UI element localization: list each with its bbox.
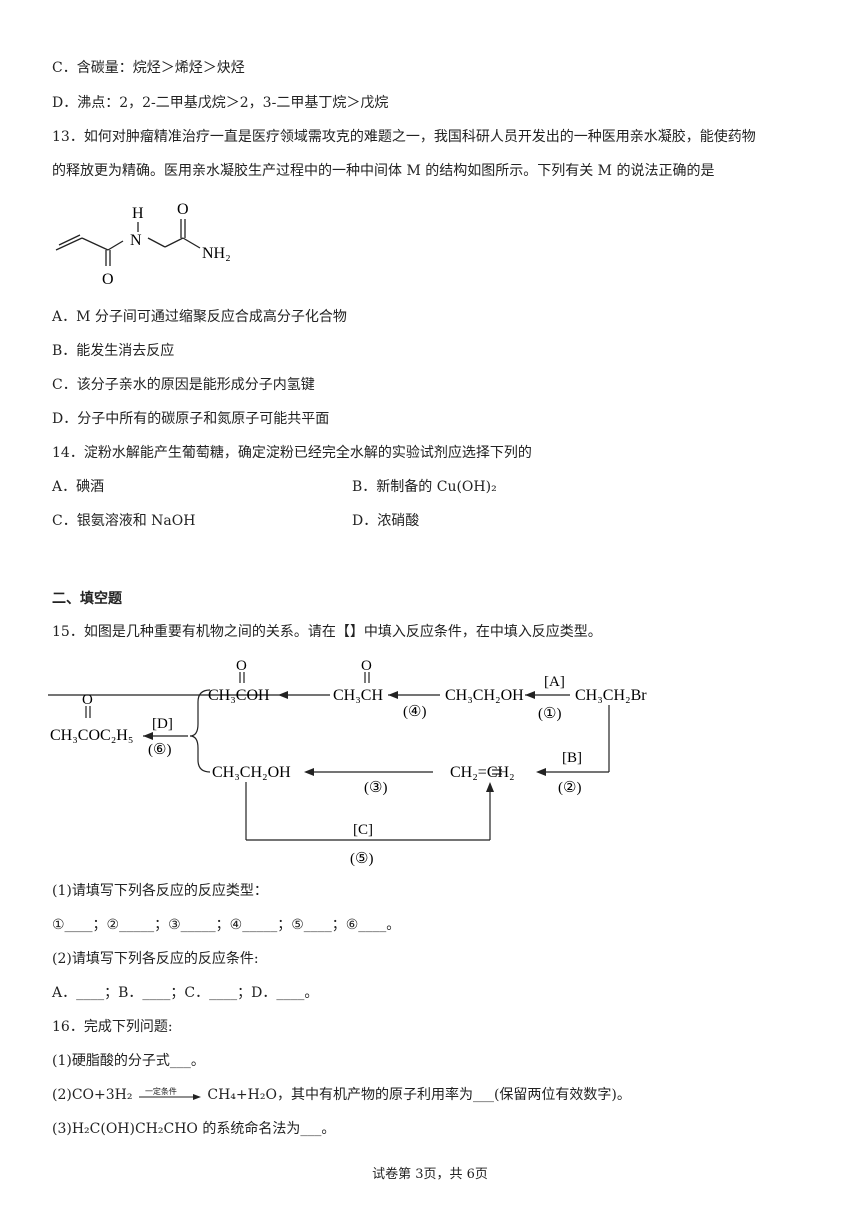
condition-b-label: [B] (562, 750, 582, 766)
m-n-label: N (130, 232, 142, 249)
acid-o-label: O (236, 658, 247, 674)
q14-option-b: B．新制备的 Cu(OH)₂ (352, 479, 497, 495)
m-h-label: H (132, 205, 144, 222)
q16-part1: (1)硬脂酸的分子式___。 (52, 1053, 205, 1069)
ethanol-bottom-label: CH₃CH₂OH (212, 764, 291, 781)
reaction-scheme: O O O CH₃COC₂H₅ CH₃COH CH₃CH CH₃CH₂OH CH… (48, 658, 647, 867)
type-2-label: (②) (558, 780, 581, 796)
type-1-label: (①) (538, 706, 561, 722)
type-6-label: (⑥) (148, 742, 171, 758)
q13-stem-line2: 的释放更为精确。医用亲水凝胶生产过程中的一种中间体 M 的结构如图所示。下列有关… (52, 163, 715, 179)
condition-d-label: [D] (152, 716, 173, 732)
acetaldehyde-label: CH₃CH (333, 687, 383, 704)
q15-part1-answers: ①____；②_____；③_____；④_____；⑤____；⑥____。 (52, 917, 401, 933)
m-o-bottom-label: O (102, 271, 114, 288)
molecule-m-structure: H N O O NH₂ (55, 201, 231, 288)
q12-option-c: C．含碳量：烷烃＞烯烃＞炔烃 (52, 60, 245, 76)
q15-stem: 15．如图是几种重要有机物之间的关系。请在【】中填入反应条件，在中填入反应类型。 (52, 624, 602, 640)
condition-c-label: [C] (353, 822, 373, 838)
acetic-acid-label: CH₃COH (208, 687, 270, 704)
q14-option-c: C．银氨溶液和 NaOH (52, 513, 196, 529)
reaction-condition-label: 一定条件 (144, 1087, 177, 1096)
aldehyde-o-label: O (361, 658, 372, 674)
condition-a-label: [A] (544, 674, 565, 690)
bromoethane-label: CH₃CH₂Br (575, 687, 647, 704)
type-3-label: (③) (364, 780, 387, 796)
page-footer: 试卷第 3页，共 6页 (372, 1167, 488, 1182)
ester-o-label: O (82, 692, 93, 708)
q16-part3: (3)H₂C(OH)CH₂CHO 的系统命名法为___。 (52, 1121, 336, 1137)
reaction-arrow: 一定条件 (137, 1085, 203, 1105)
q15-part2-answers: A．____；B．____；C．____；D．____。 (52, 985, 319, 1001)
q14-option-a: A．碘酒 (52, 479, 105, 495)
type-4-label: (④) (403, 704, 426, 720)
m-o-top-label: O (177, 201, 189, 218)
q14-stem: 14．淀粉水解能产生葡萄糖，确定淀粉已经完全水解的实验试剂应选择下列的 (52, 445, 532, 461)
q12-option-d: D．沸点：2，2-二甲基戊烷＞2，3-二甲基丁烷＞戊烷 (52, 95, 389, 111)
ethanol-top-label: CH₃CH₂OH (445, 687, 524, 704)
q13-option-d: D．分子中所有的碳原子和氮原子可能共平面 (52, 411, 330, 427)
q16-part2: (2)CO+3H₂ 一定条件 CH₄+H₂O，其中有机产物的原子利用率为___(… (52, 1085, 631, 1105)
q13-option-c: C．该分子亲水的原因是能形成分子内氢键 (52, 377, 315, 393)
q16-part2-reactants: (2)CO+3H₂ (52, 1087, 133, 1103)
q14-option-d: D．浓硝酸 (352, 513, 420, 529)
q15-part1: (1)请填写下列各反应的反应类型： (52, 883, 268, 899)
q16-part2-products: CH₄+H₂O，其中有机产物的原子利用率为___(保留两位有效数字)。 (207, 1087, 631, 1103)
q13-option-b: B．能发生消去反应 (52, 343, 175, 359)
ethylene-label: CH₂=CH₂ (450, 764, 515, 781)
q15-part2: (2)请填写下列各反应的反应条件: (52, 951, 259, 967)
q13-option-a: A．M 分子间可通过缩聚反应合成高分子化合物 (52, 309, 347, 325)
q13-stem-line1: 13．如何对肿瘤精准治疗一直是医疗领域需攻克的难题之一，我国科研人员开发出的一种… (52, 129, 756, 145)
ethyl-acetate-label: CH₃COC₂H₅ (50, 727, 133, 744)
type-5-label: (⑤) (350, 851, 373, 867)
section-fill-in-title: 二、填空题 (52, 591, 122, 607)
q16-stem: 16．完成下列问题: (52, 1019, 173, 1035)
m-nh2-label: NH₂ (202, 245, 231, 262)
